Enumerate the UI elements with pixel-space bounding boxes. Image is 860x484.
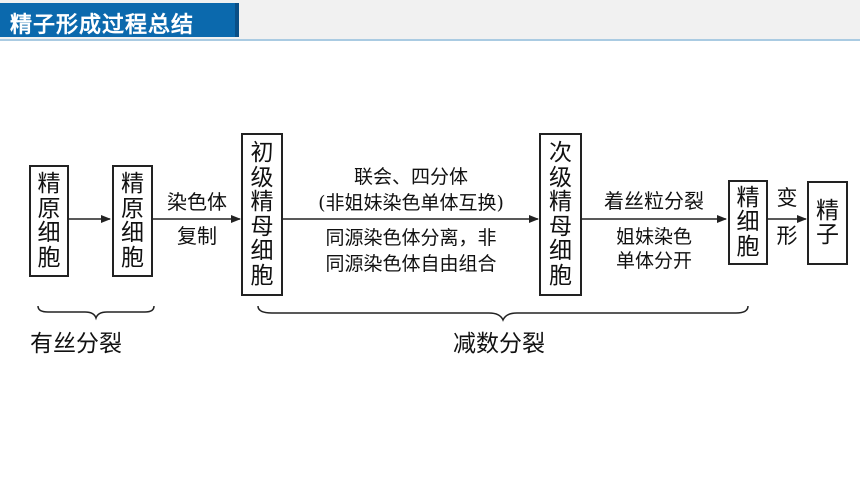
- cell-box-secondary-spermatocyte: 次级精母细胞: [539, 133, 582, 296]
- arrow3-label-top-1: 联会、四分体: [353, 166, 468, 188]
- brace-mitosis: [37, 305, 155, 321]
- title-block: 精子形成过程总结: [0, 3, 239, 38]
- page-title: 精子形成过程总结: [10, 13, 195, 38]
- arrow3-label-bottom-2: 同源染色体自由组合: [325, 253, 497, 275]
- cell-label-spermatid: 精细胞: [736, 184, 760, 260]
- arrow3-label-bottom-1: 同源染色体分离，非: [325, 227, 497, 249]
- arrow5-label-top: 变: [776, 186, 798, 210]
- header-divider: [0, 39, 860, 41]
- arrow2-label-top: 染色体: [167, 190, 227, 214]
- arrow4-label-top: 着丝粒分裂: [604, 189, 704, 213]
- arrow4-label-bottom-1: 姐妹染色: [615, 226, 692, 248]
- cell-box-spermatogonium-2: 精原细胞: [112, 165, 153, 277]
- cell-box-spermatogonium-1: 精原细胞: [29, 165, 69, 277]
- phase-label-meiosis: 减数分裂: [453, 331, 545, 357]
- cell-label-secondary-spermatocyte: 次级精母细胞: [548, 140, 572, 289]
- cell-box-primary-spermatocyte: 初级精母细胞: [241, 133, 283, 296]
- arrow5-label-bottom: 形: [776, 224, 798, 248]
- arrow3-label-top-2: (非姐妹染色单体互换): [318, 192, 504, 214]
- arrow4-label-bottom-2: 单体分开: [615, 250, 692, 272]
- cell-box-spermatid: 精细胞: [728, 180, 768, 265]
- cell-label-spermatogonium-1: 精原细胞: [37, 171, 61, 271]
- cell-label-spermatogonium-2: 精原细胞: [120, 171, 144, 271]
- phase-label-mitosis: 有丝分裂: [30, 331, 122, 357]
- brace-meiosis: [257, 305, 749, 322]
- cell-label-sperm: 精子: [815, 197, 839, 248]
- cell-label-primary-spermatocyte: 初级精母细胞: [250, 140, 274, 289]
- cell-box-sperm: 精子: [807, 181, 848, 265]
- arrow2-label-bottom: 复制: [177, 224, 217, 248]
